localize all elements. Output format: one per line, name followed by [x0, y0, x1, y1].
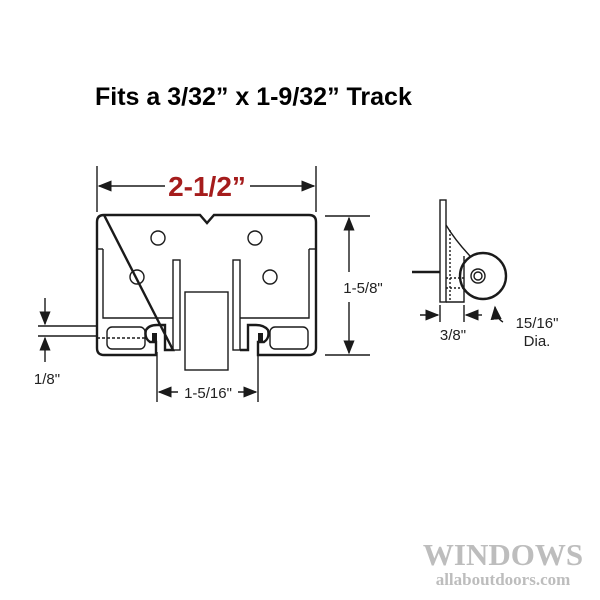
lip-label: 1/8" [34, 371, 60, 388]
watermark-logo: WINDOWS allaboutdoors.com [423, 537, 583, 589]
lip-dimension: 1/8" [34, 298, 97, 388]
track-gap-label: 1-5/16" [184, 385, 232, 402]
title: Fits a 3/32” x 1-9/32” Track [95, 83, 412, 111]
width-label: 2-1/2” [168, 171, 246, 202]
wheel-diameter-label: 15/16" [516, 315, 559, 332]
side-view: 3/8" 15/16" Dia. [412, 199, 559, 350]
watermark-line1: WINDOWS [423, 537, 583, 572]
height-label: 1-5/8" [343, 280, 383, 297]
front-view [95, 213, 318, 371]
watermark-line2: allaboutdoors.com [436, 570, 571, 589]
height-dimension: 1-5/8" [325, 215, 383, 356]
track-gap-dimension: 1-5/16" [156, 352, 259, 402]
wheel-diameter-suffix: Dia. [524, 333, 551, 350]
depth-label: 3/8" [440, 327, 466, 344]
width-dimension: 2-1/2” [96, 166, 317, 212]
